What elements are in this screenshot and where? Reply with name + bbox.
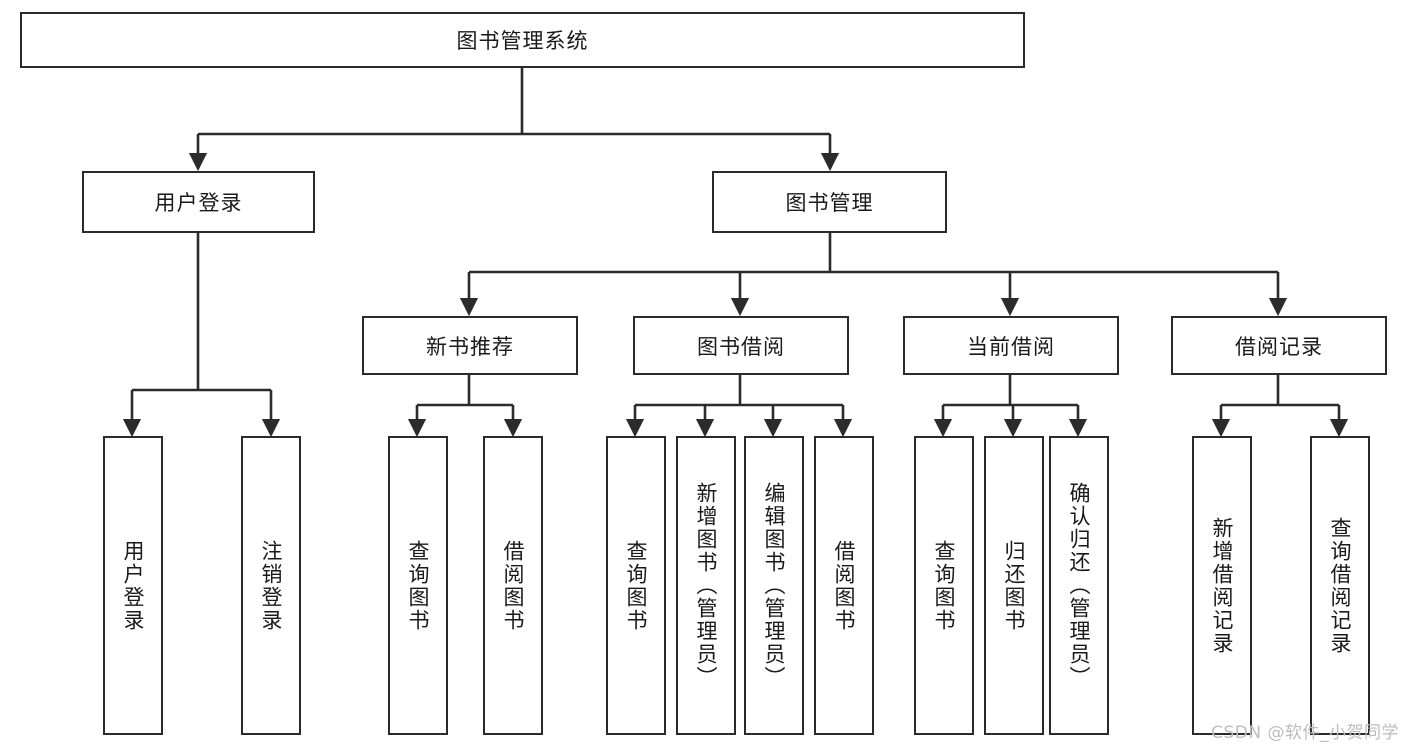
leaf-user-login-label: 用户登录 bbox=[121, 539, 146, 632]
leaf-query-book-3-label: 查询图书 bbox=[932, 539, 957, 632]
leaf-borrow-book-1-label: 借阅图书 bbox=[501, 539, 526, 632]
leaf-query-book-1-label: 查询图书 bbox=[406, 539, 431, 632]
leaf-edit-book-label: 编辑图书（管理员） bbox=[762, 482, 787, 689]
node-new-book-recommend-label: 新书推荐 bbox=[426, 334, 514, 359]
leaf-return-book-label: 归还图书 bbox=[1002, 539, 1027, 632]
node-borrow-record-label: 借阅记录 bbox=[1235, 334, 1323, 359]
leaf-logout-login[interactable]: 注销登录 bbox=[241, 436, 301, 735]
leaf-query-book-2[interactable]: 查询图书 bbox=[606, 436, 666, 735]
leaf-user-login[interactable]: 用户登录 bbox=[103, 436, 163, 735]
leaf-confirm-return-label: 确认归还（管理员） bbox=[1067, 482, 1092, 689]
csdn-watermark: CSDN @软件_小贺同学 bbox=[1211, 723, 1399, 743]
leaf-query-record-label: 查询借阅记录 bbox=[1328, 516, 1353, 655]
leaf-borrow-book-2-label: 借阅图书 bbox=[832, 539, 857, 632]
leaf-add-record-label: 新增借阅记录 bbox=[1210, 516, 1235, 655]
leaf-borrow-book-1[interactable]: 借阅图书 bbox=[483, 436, 543, 735]
leaf-add-book-label: 新增图书（管理员） bbox=[694, 482, 719, 689]
leaf-query-book-1[interactable]: 查询图书 bbox=[388, 436, 448, 735]
node-new-book-recommend[interactable]: 新书推荐 bbox=[362, 316, 578, 375]
leaf-return-book[interactable]: 归还图书 bbox=[984, 436, 1044, 735]
leaf-edit-book[interactable]: 编辑图书（管理员） bbox=[744, 436, 804, 735]
node-book-borrow[interactable]: 图书借阅 bbox=[633, 316, 849, 375]
node-user-login-label: 用户登录 bbox=[154, 191, 243, 215]
leaf-borrow-book-2[interactable]: 借阅图书 bbox=[814, 436, 874, 735]
leaf-logout-login-label: 注销登录 bbox=[259, 539, 284, 632]
leaf-add-record[interactable]: 新增借阅记录 bbox=[1192, 436, 1252, 735]
node-root[interactable]: 图书管理系统 bbox=[20, 12, 1025, 68]
node-book-borrow-label: 图书借阅 bbox=[697, 334, 785, 359]
node-book-management[interactable]: 图书管理 bbox=[712, 171, 947, 233]
node-current-borrow[interactable]: 当前借阅 bbox=[903, 316, 1119, 375]
leaf-query-book-3[interactable]: 查询图书 bbox=[914, 436, 974, 735]
node-user-login[interactable]: 用户登录 bbox=[82, 171, 315, 233]
leaf-confirm-return[interactable]: 确认归还（管理员） bbox=[1049, 436, 1109, 735]
leaf-query-record[interactable]: 查询借阅记录 bbox=[1310, 436, 1370, 735]
node-root-label: 图书管理系统 bbox=[456, 29, 589, 53]
leaf-query-book-2-label: 查询图书 bbox=[624, 539, 649, 632]
leaf-add-book[interactable]: 新增图书（管理员） bbox=[676, 436, 736, 735]
node-current-borrow-label: 当前借阅 bbox=[967, 334, 1055, 359]
node-borrow-record[interactable]: 借阅记录 bbox=[1171, 316, 1387, 375]
node-book-management-label: 图书管理 bbox=[785, 191, 874, 215]
